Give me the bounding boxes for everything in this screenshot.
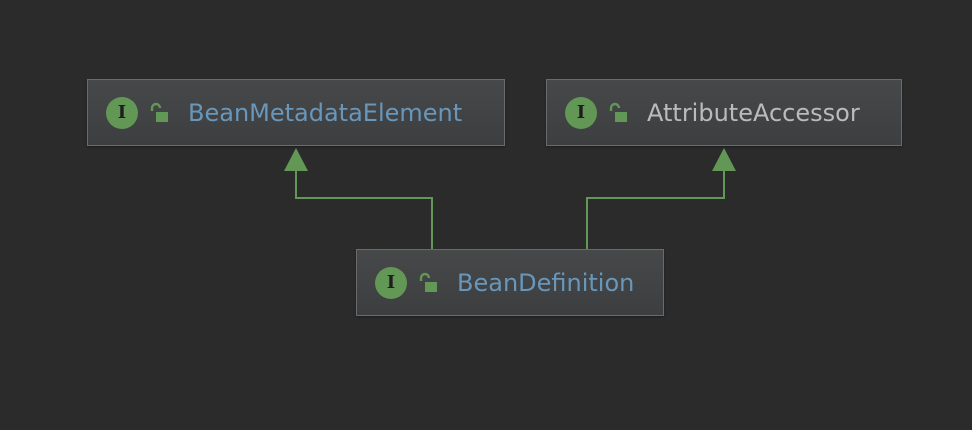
unlocked-padlock-icon [150, 102, 168, 122]
node-label: AttributeAccessor [647, 98, 860, 127]
edge-bean-definition-to-bean-metadata-element [284, 148, 433, 249]
node-label: BeanMetadataElement [188, 98, 463, 127]
arrowhead-icon [712, 148, 736, 171]
arrowhead-icon [284, 148, 308, 171]
interface-badge-icon: I [375, 266, 407, 299]
interface-badge-icon: I [106, 96, 138, 129]
unlocked-padlock-icon [419, 272, 437, 292]
node-bean-metadata-element[interactable]: I BeanMetadataElement [87, 79, 505, 146]
node-label: BeanDefinition [457, 268, 635, 297]
interface-badge-icon: I [565, 96, 597, 129]
edge-bean-definition-to-attribute-accessor [586, 148, 736, 249]
unlocked-padlock-icon [609, 102, 627, 122]
node-bean-definition[interactable]: I BeanDefinition [356, 249, 664, 316]
node-attribute-accessor[interactable]: I AttributeAccessor [546, 79, 902, 146]
